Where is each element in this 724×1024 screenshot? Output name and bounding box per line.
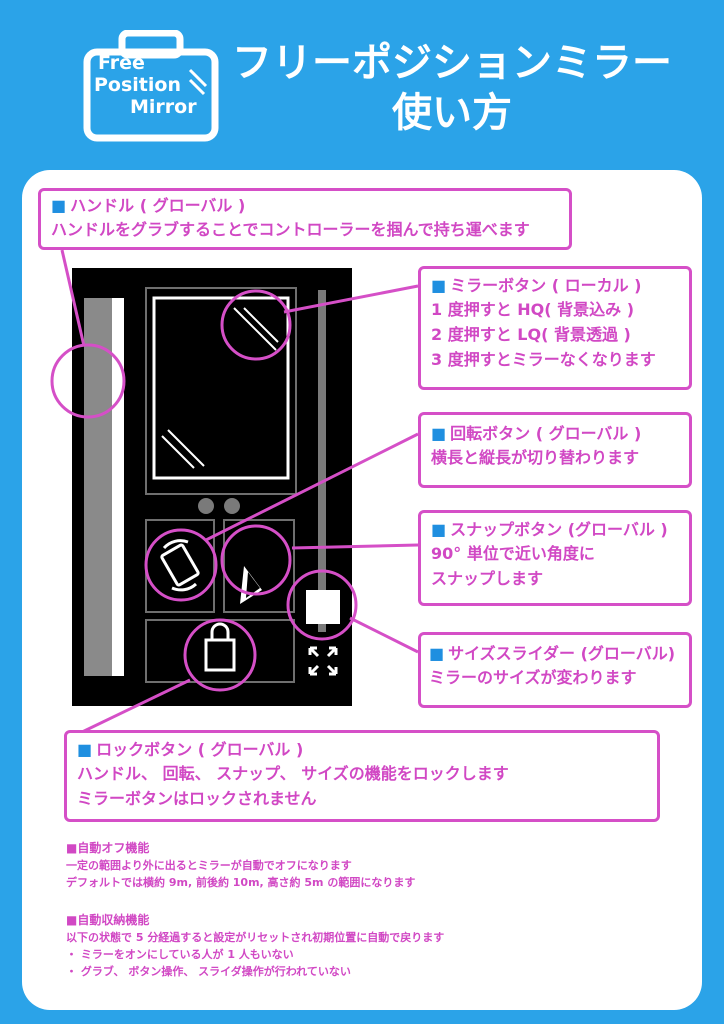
auto-store-line-1: 以下の状態で 5 分経過すると設定がリセットされ初期位置に自動で戻ります bbox=[66, 931, 445, 944]
callout-lock-line-1: ハンドル、 回転、 スナップ、 サイズの機能をロックします bbox=[77, 764, 509, 783]
logo-line-1: Free bbox=[98, 52, 145, 74]
callout-handle: ■ハンドル ( グローバル ) ハンドルをグラブすることでコントローラーを掴んで… bbox=[38, 188, 572, 250]
auto-store-line-3: ・ グラブ、 ボタン操作、 スライダ操作が行われていない bbox=[66, 965, 351, 978]
callout-mirror-button: ■ミラーボタン ( ローカル ) 1 度押すと HQ( 背景込み ) 2 度押す… bbox=[418, 266, 692, 390]
callout-snap-line-1: 90° 単位で近い角度に bbox=[431, 544, 595, 563]
expand-icon bbox=[308, 646, 338, 676]
suitcase-icon bbox=[83, 30, 219, 142]
callout-mirror-head: ミラーボタン ( ローカル ) bbox=[450, 276, 642, 295]
title-line-2: 使い方 bbox=[392, 90, 512, 136]
heading-marker: ■ bbox=[66, 913, 78, 927]
callout-size-head: サイズスライダー (グローバル) bbox=[448, 644, 676, 663]
logo-line-2: Position bbox=[94, 74, 181, 96]
auto-store-notes: ■自動収納機能 以下の状態で 5 分経過すると設定がリセットされ初期位置に自動で… bbox=[66, 912, 444, 980]
callout-rotate-button: ■回転ボタン ( グローバル ) 横長と縦長が切り替わります bbox=[418, 412, 692, 488]
heading-marker: ■ bbox=[429, 644, 445, 663]
callout-lock-line-2: ミラーボタンはロックされません bbox=[77, 789, 317, 808]
callout-handle-head: ハンドル ( グローバル ) bbox=[70, 196, 246, 215]
size-slider-knob bbox=[306, 590, 340, 624]
callout-handle-line: ハンドルをグラブすることでコントローラーを掴んで持ち運べます bbox=[51, 220, 530, 239]
auto-off-notes: ■自動オフ機能 一定の範囲より外に出るとミラーが自動でオフになります デフォルト… bbox=[66, 840, 415, 891]
callout-mirror-line-1: 1 度押すと HQ( 背景込み ) bbox=[431, 300, 635, 319]
heading-marker: ■ bbox=[431, 276, 447, 295]
callout-snap-head: スナップボタン (グローバル ) bbox=[450, 520, 668, 539]
handle-bar bbox=[84, 298, 112, 676]
heading-marker: ■ bbox=[66, 841, 78, 855]
heading-marker: ■ bbox=[51, 196, 67, 215]
callout-snap-line-2: スナップします bbox=[431, 569, 544, 588]
size-slider-track bbox=[318, 290, 326, 632]
callout-rotate-line: 横長と縦長が切り替わります bbox=[431, 448, 640, 467]
heading-marker: ■ bbox=[431, 424, 447, 443]
auto-off-line-2: デフォルトでは横約 9m, 前後約 10m, 高さ約 5m の範囲になります bbox=[66, 876, 416, 889]
heading-marker: ■ bbox=[77, 740, 93, 759]
callout-mirror-line-3: 3 度押すとミラーなくなります bbox=[431, 350, 656, 369]
mirror-controller-illustration bbox=[72, 268, 352, 706]
callout-mirror-line-2: 2 度押すと LQ( 背景透過 ) bbox=[431, 325, 631, 344]
callout-snap-button: ■スナップボタン (グローバル ) 90° 単位で近い角度に スナップします bbox=[418, 510, 692, 606]
callout-size-line: ミラーのサイズが変わります bbox=[429, 668, 637, 687]
page-title: フリーポジションミラー 使い方 bbox=[232, 38, 672, 138]
auto-store-line-2: ・ ミラーをオンにしている人が 1 人もいない bbox=[66, 948, 294, 961]
callout-size-slider: ■サイズスライダー (グローバル) ミラーのサイズが変わります bbox=[418, 632, 692, 708]
callout-rotate-head: 回転ボタン ( グローバル ) bbox=[450, 424, 642, 443]
auto-off-line-1: 一定の範囲より外に出るとミラーが自動でオフになります bbox=[66, 859, 352, 872]
auto-store-head: 自動収納機能 bbox=[77, 913, 150, 927]
callout-lock-head: ロックボタン ( グローバル ) bbox=[96, 740, 304, 759]
auto-off-head: 自動オフ機能 bbox=[77, 841, 150, 855]
logo-line-3: Mirror bbox=[130, 96, 197, 118]
callout-lock-button: ■ロックボタン ( グローバル ) ハンドル、 回転、 スナップ、 サイズの機能… bbox=[64, 730, 660, 822]
logo-text: Free Position Mirror bbox=[86, 52, 216, 118]
heading-marker: ■ bbox=[431, 520, 447, 539]
title-line-1: フリーポジションミラー bbox=[232, 40, 672, 86]
